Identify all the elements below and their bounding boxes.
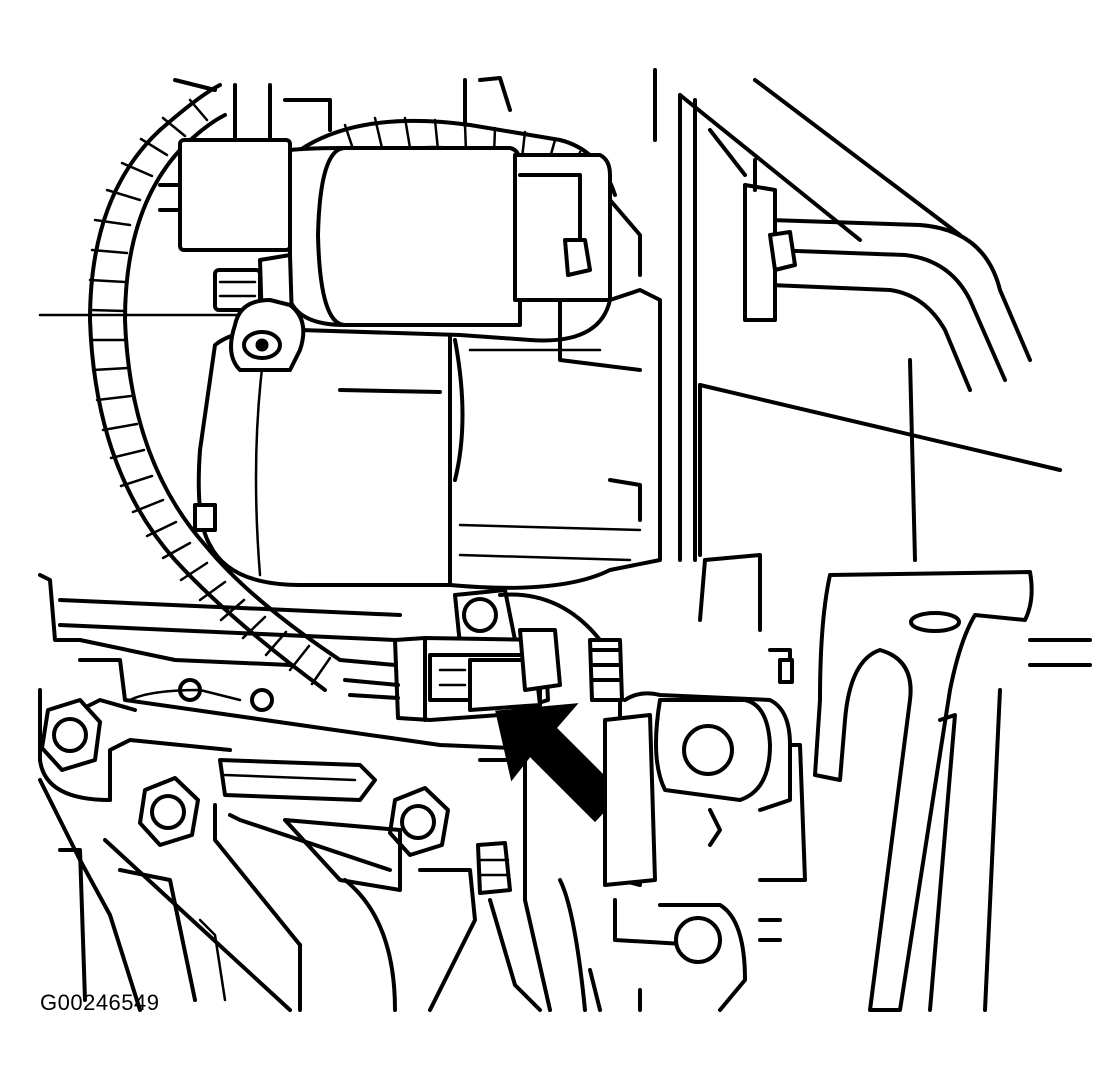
hex-bolt-right [388,786,450,857]
arrow-callout-icon [495,703,623,823]
hex-bolt-left [40,698,102,772]
coolant-pipe [708,128,1032,392]
right-side-bracket [603,553,807,887]
upper-frame-lines [38,68,1062,562]
hex-bolt-center [138,776,200,847]
electrical-connector-icon [338,628,624,722]
lower-crossmember [38,573,562,802]
starter-solenoid [158,138,612,327]
starter-mount-bolt [453,588,602,647]
support-bracket [813,570,1092,1012]
lower-casting [38,758,782,1012]
figure-id-label: G00246549 [40,990,160,1015]
starter-motor-icon [193,288,662,590]
